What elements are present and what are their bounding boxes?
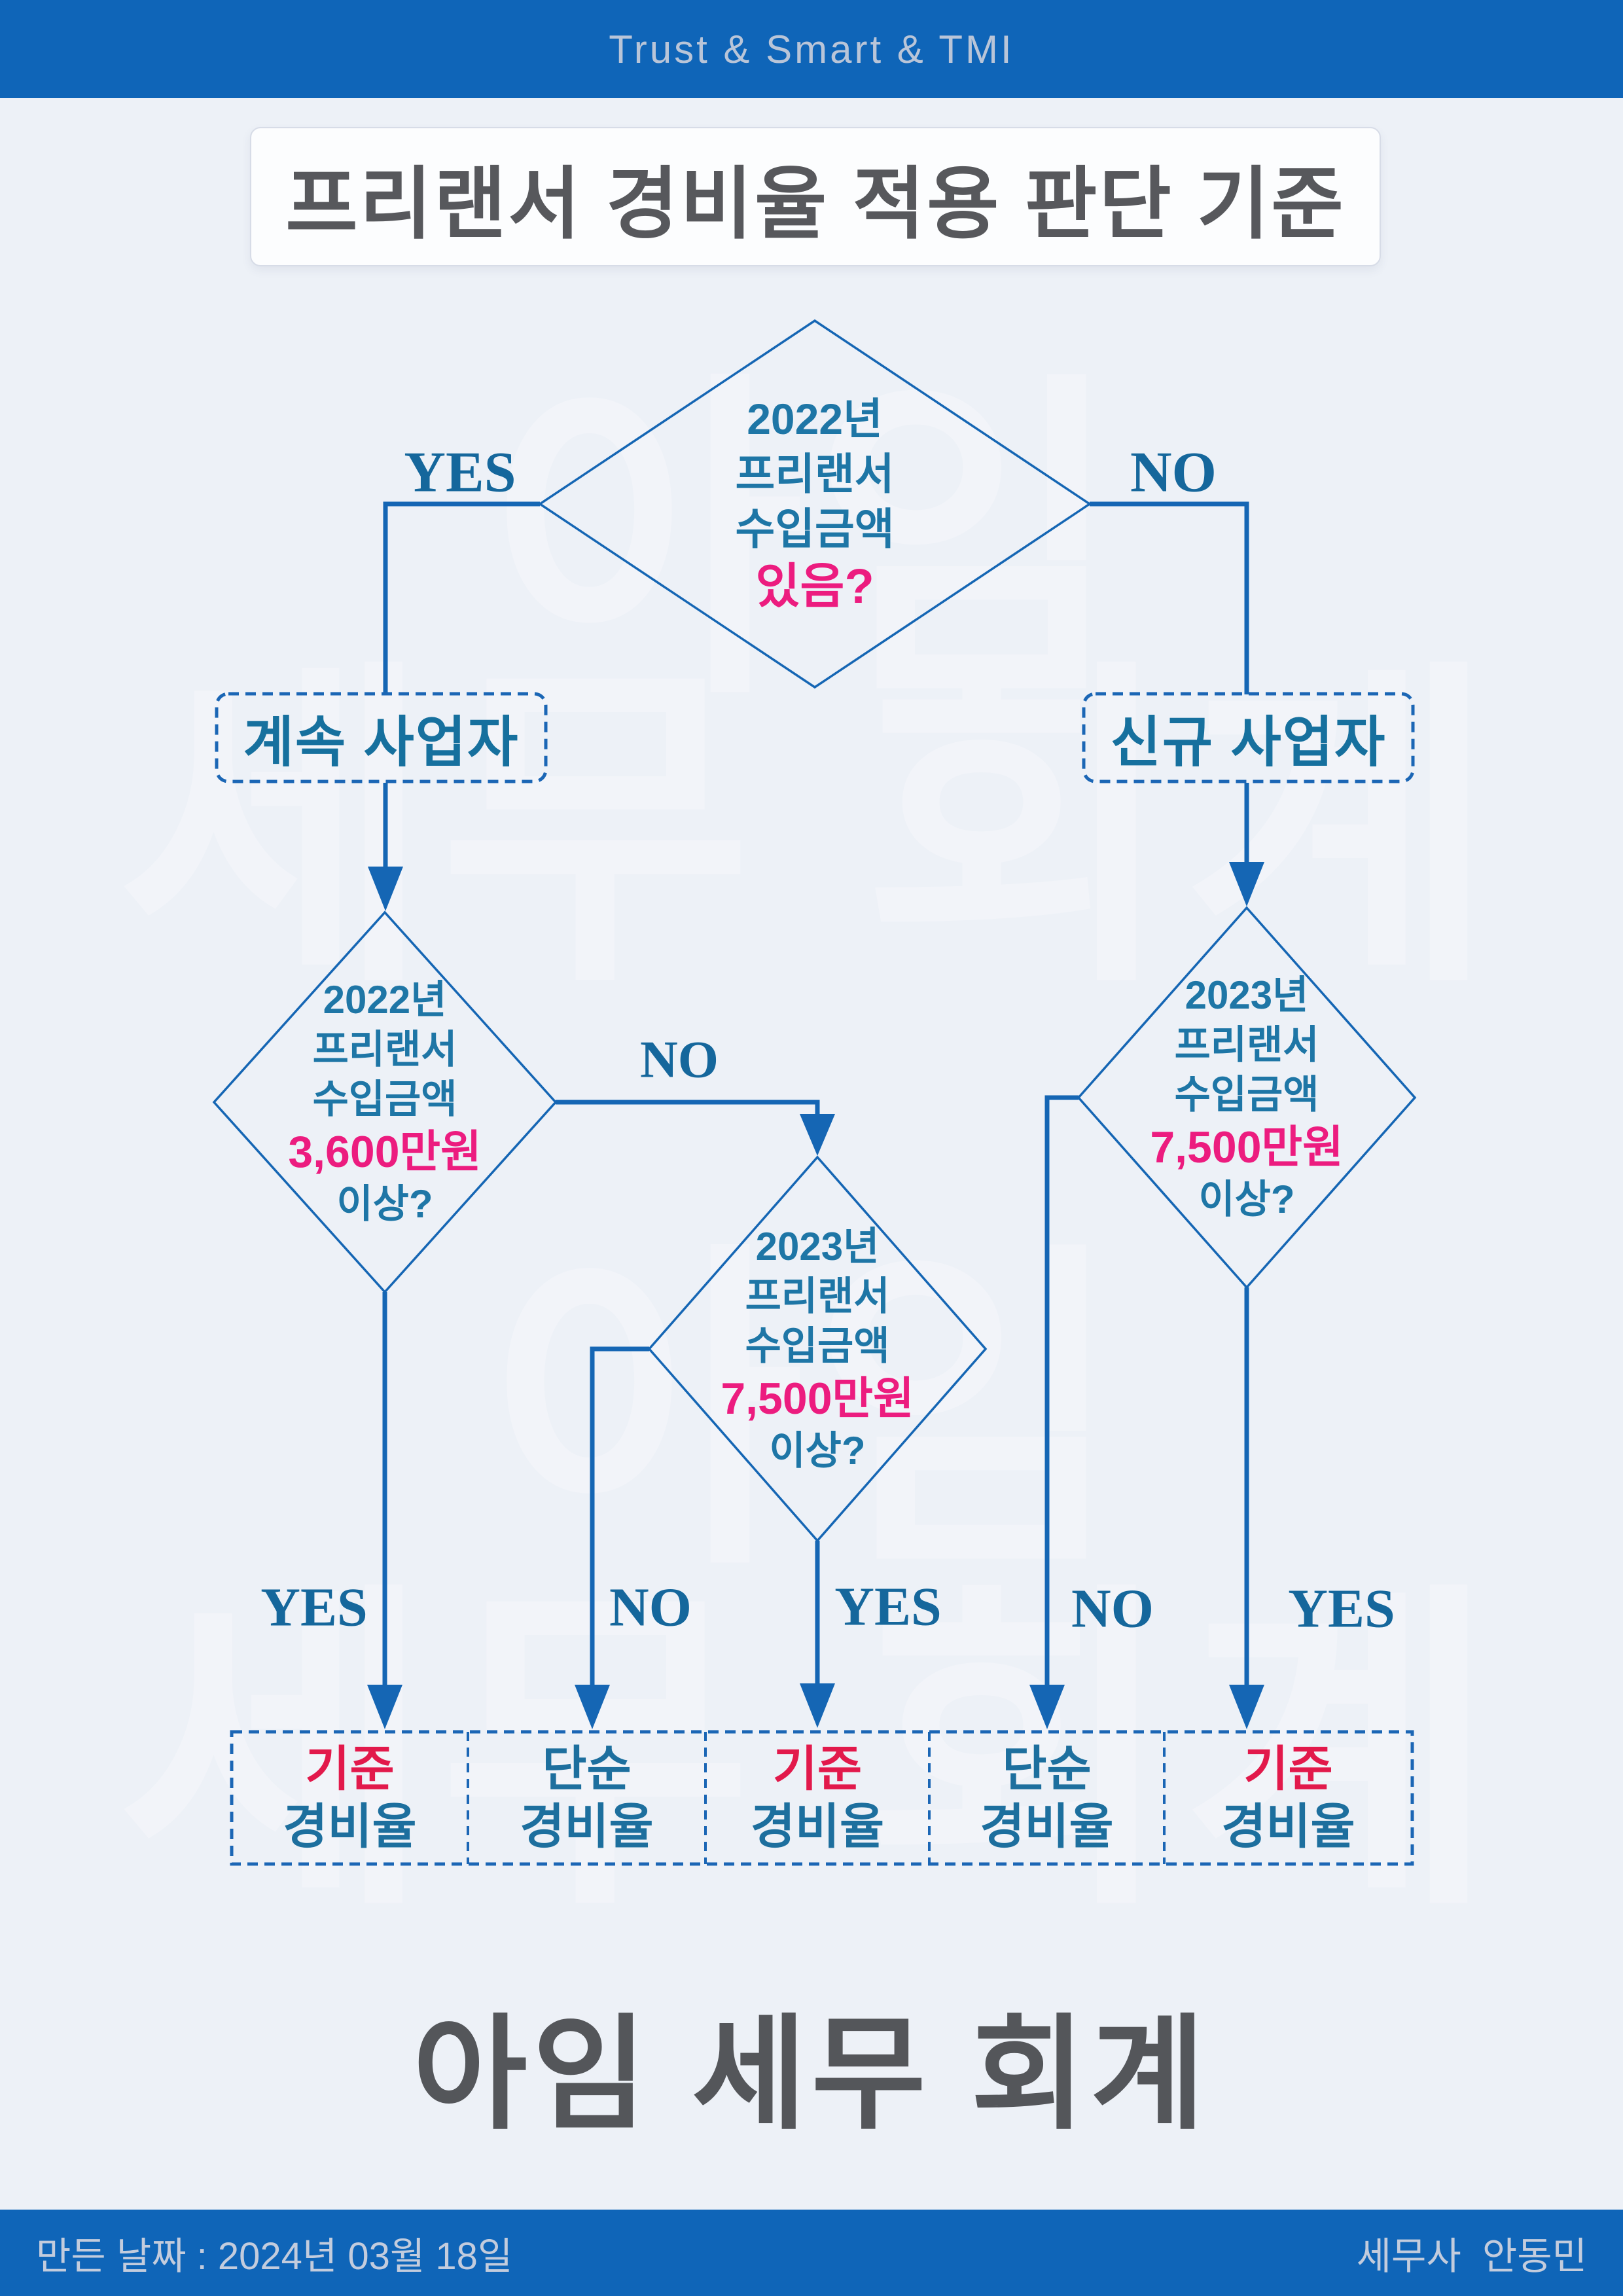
- mid-decision-text: 2023년 프리랜서 수입금액 7,500만원 이상?: [654, 1198, 981, 1499]
- decision-highlight: 7,500만원: [1150, 1122, 1344, 1172]
- title-box: 프리랜서 경비율 적용 판단 기준: [250, 127, 1381, 266]
- decision-highlight: 있음?: [755, 559, 874, 613]
- edge-label-yes: YES: [1288, 1578, 1395, 1640]
- result-suffix: 경비율: [283, 1799, 417, 1854]
- connector-left-no: [556, 1100, 820, 1117]
- author-name: 세무사 안동민: [1356, 2235, 1587, 2278]
- decision-line: 프리랜서: [1174, 1023, 1319, 1067]
- watermark-text: 세무 회계: [118, 641, 1505, 1021]
- result-suffix: 경비율: [980, 1799, 1114, 1854]
- decision-line: 수입금액: [312, 1077, 457, 1121]
- arrowhead-icon: [1229, 1685, 1264, 1729]
- connector-col2: [590, 1346, 649, 1686]
- edge-label-no: NO: [1071, 1578, 1154, 1640]
- connector-root-yes: [383, 501, 540, 694]
- result-cell: 단순 경비율: [929, 1732, 1164, 1864]
- arrowhead-icon: [1029, 1685, 1065, 1729]
- root-diamond-shape: [537, 319, 1092, 689]
- result-cell: 기준 경비율: [705, 1732, 929, 1864]
- result-cell: 기준 경비율: [232, 1732, 468, 1864]
- result-suffix: 경비율: [520, 1799, 654, 1854]
- continuing-business-box: 계속 사업자: [217, 694, 546, 781]
- results-row-border: [230, 1730, 1414, 1866]
- left-decision-text: 2022년 프리랜서 수입금액 3,600만원 이상?: [221, 952, 548, 1253]
- new-business-box: 신규 사업자: [1084, 694, 1413, 781]
- tagline-text: Trust & Smart & TMI: [609, 27, 1014, 71]
- result-cell: 단순 경비율: [468, 1732, 705, 1864]
- watermark-text: 아임: [490, 353, 1133, 733]
- decision-line: 이상?: [769, 1429, 866, 1473]
- right-decision-text: 2023년 프리랜서 수입금액 7,500만원 이상?: [1083, 947, 1410, 1248]
- decision-highlight: 7,500만원: [721, 1374, 914, 1424]
- edge-label-no: NO: [640, 1031, 719, 1089]
- brand-title: 아임 세무 회계: [412, 2005, 1211, 2144]
- edge-label-no: NO: [1130, 440, 1217, 505]
- new-business-label: 신규 사업자: [1110, 711, 1387, 773]
- decision-line: 2023년: [1185, 973, 1309, 1017]
- decision-line: 2022년: [747, 395, 883, 443]
- edge-label-yes: YES: [834, 1576, 942, 1638]
- arrowhead-icon: [800, 1683, 835, 1728]
- decision-line: 2023년: [755, 1225, 880, 1268]
- connector-root-no: [1090, 501, 1249, 694]
- bottom-banner: 만든 날짜 : 2024년 03월 18일 세무사 안동민: [0, 2210, 1623, 2296]
- decision-line: 프리랜서: [735, 450, 895, 498]
- result-type: 기준: [772, 1742, 863, 1796]
- result-suffix: 경비율: [1221, 1799, 1355, 1854]
- arrowhead-icon: [1229, 862, 1264, 906]
- arrowhead-icon: [367, 1685, 402, 1729]
- result-type: 단순: [542, 1742, 632, 1796]
- created-date: 만든 날짜 : 2024년 03월 18일: [36, 2235, 513, 2278]
- edge-label-yes: YES: [404, 440, 516, 505]
- decision-line: 프리랜서: [745, 1274, 890, 1318]
- edge-label-no: NO: [609, 1577, 692, 1638]
- watermark-text: 아임: [490, 1223, 1133, 1604]
- decision-line: 수입금액: [1174, 1073, 1319, 1117]
- page-title: 프리랜서 경비율 적용 판단 기준: [285, 160, 1346, 248]
- root-decision-text: 2022년 프리랜서 수입금액 있음?: [618, 386, 1011, 622]
- decision-line: 수입금액: [745, 1324, 890, 1368]
- result-cell: 기준 경비율: [1164, 1732, 1412, 1864]
- arrowhead-icon: [368, 867, 403, 911]
- decision-highlight: 3,600만원: [288, 1127, 482, 1177]
- decision-line: 2022년: [323, 978, 447, 1022]
- connector-col4: [1044, 1095, 1079, 1686]
- continuing-business-label: 계속 사업자: [243, 711, 520, 773]
- result-suffix: 경비율: [750, 1799, 885, 1854]
- result-type: 기준: [1243, 1742, 1333, 1796]
- decision-line: 프리랜서: [312, 1028, 457, 1071]
- decision-line: 이상?: [336, 1182, 433, 1226]
- watermark-text: 세무 회계: [118, 1564, 1505, 1944]
- result-type: 기준: [305, 1742, 395, 1796]
- result-type: 단순: [1002, 1742, 1092, 1796]
- decision-line: 수입금액: [735, 505, 895, 553]
- decision-line: 이상?: [1198, 1177, 1295, 1221]
- arrowhead-icon: [575, 1685, 610, 1729]
- arrowhead-icon: [800, 1114, 835, 1156]
- edge-label-yes: YES: [260, 1577, 368, 1638]
- top-banner: Trust & Smart & TMI: [0, 0, 1623, 98]
